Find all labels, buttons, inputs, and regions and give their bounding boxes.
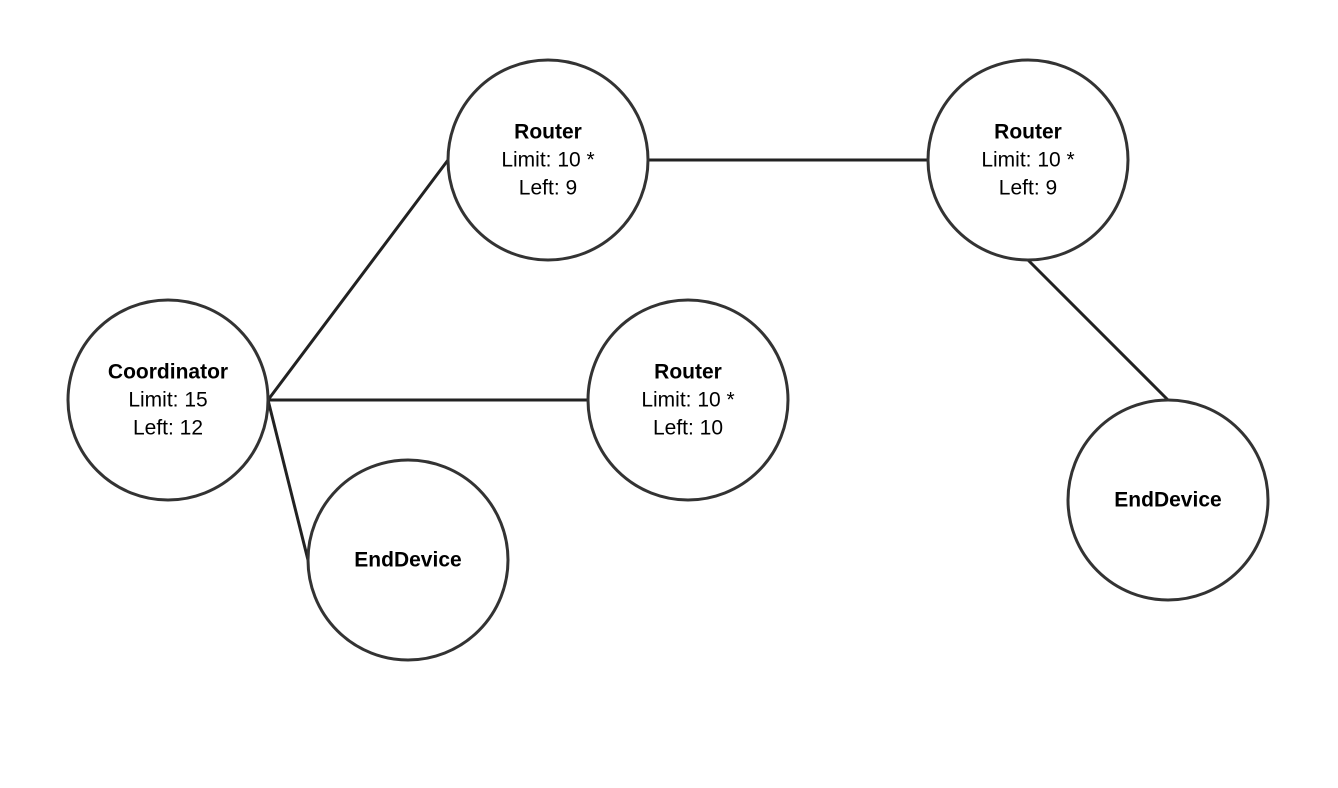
edge-coordinator-to-router-top-left <box>266 158 450 402</box>
edge-coordinator-to-enddevice-left <box>266 398 310 562</box>
node-title: Router <box>654 361 722 384</box>
node-limit-label: Limit: 10 * <box>641 389 734 412</box>
node-left-label: Left: 10 <box>653 417 723 440</box>
edge-router-top-right-to-enddevice-right <box>1026 258 1170 402</box>
node-title: EndDevice <box>354 549 461 572</box>
node-enddevice-right: EndDevice <box>1066 398 1270 602</box>
node-title: Coordinator <box>108 361 228 384</box>
edges-layer <box>266 158 1170 562</box>
node-circle <box>306 458 510 662</box>
node-title: Router <box>514 121 582 144</box>
node-circle <box>66 298 270 502</box>
node-title: EndDevice <box>1114 489 1221 512</box>
node-circle <box>1066 398 1270 602</box>
node-circle <box>926 58 1130 262</box>
node-circle <box>446 58 650 262</box>
node-limit-label: Limit: 10 * <box>981 149 1074 172</box>
node-enddevice-left: EndDevice <box>306 458 510 662</box>
node-title: Router <box>994 121 1062 144</box>
node-left-label: Left: 9 <box>999 177 1057 200</box>
node-limit-label: Limit: 10 * <box>501 149 594 172</box>
node-circle <box>586 298 790 502</box>
node-left-label: Left: 9 <box>519 177 577 200</box>
node-limit-label: Limit: 15 <box>128 389 207 412</box>
node-left-label: Left: 12 <box>133 417 203 440</box>
